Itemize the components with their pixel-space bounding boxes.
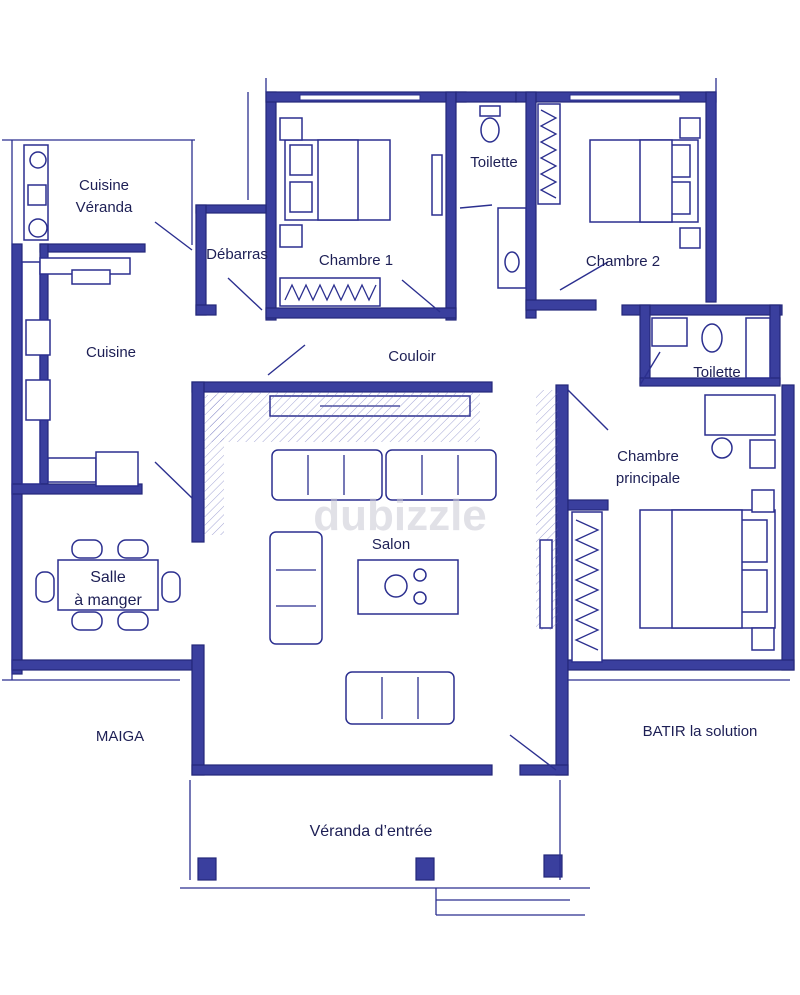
label-cuisine-veranda-2: Véranda [76, 199, 133, 216]
salon-sofas [269, 449, 497, 725]
label-veranda-entree: Véranda d’entrée [310, 823, 433, 840]
label-debarras: Débarras [206, 246, 268, 263]
construction-lines [2, 78, 790, 916]
label-chambre-2: Chambre 2 [586, 253, 660, 270]
tv-chambre-1 [431, 154, 443, 216]
kitchen-counters [21, 257, 139, 487]
label-toilette-2: Toilette [693, 364, 741, 381]
desk-chambre-principale [704, 394, 776, 469]
bed-chambre-principale [639, 489, 776, 651]
tv-salon [539, 539, 553, 629]
wardrobe-chambre-principale [571, 511, 603, 663]
bed-chambre-2 [589, 117, 701, 249]
label-chambre-principale-2: principale [616, 470, 680, 487]
caption-maiga: MAIGA [96, 728, 144, 745]
toilet-1-fixtures [479, 105, 501, 143]
watermark: dubizzle [313, 491, 487, 540]
dining-set [35, 539, 181, 631]
label-chambre-1: Chambre 1 [319, 252, 393, 269]
label-chambre-principale-1: Chambre [617, 448, 679, 465]
room-labels: Cuisine Véranda Débarras Chambre 1 Toile… [74, 154, 741, 840]
bed-chambre-1 [279, 117, 391, 248]
label-salon: Salon [372, 536, 410, 553]
label-cuisine-veranda-1: Cuisine [79, 177, 129, 194]
label-salle-2: à manger [74, 592, 142, 609]
toilet-2-fixtures [651, 317, 771, 379]
label-toilette-1: Toilette [470, 154, 518, 171]
wardrobe-chambre-1 [279, 277, 381, 307]
coffee-table [357, 559, 459, 615]
label-couloir: Couloir [388, 348, 436, 365]
cuisine-veranda-fixtures [23, 144, 49, 241]
label-cuisine: Cuisine [86, 344, 136, 361]
label-salle-1: Salle [90, 569, 126, 586]
caption-batir: BATIR la solution [643, 723, 758, 740]
wardrobe-chambre-2 [497, 103, 561, 289]
door-swings [154, 204, 661, 771]
